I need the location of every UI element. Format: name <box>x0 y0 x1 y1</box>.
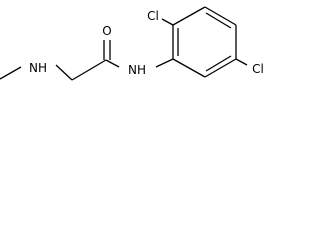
atom-label-amine-nh: NH <box>29 61 47 75</box>
bond-methyl-n <box>0 66 22 80</box>
bond-nh-ring <box>155 58 174 68</box>
atom-label-amide-nh: NH <box>128 63 146 77</box>
structure-diagram: NH O NH Cl Cl <box>0 6 264 81</box>
bond-ch2-carbonyl <box>71 59 107 81</box>
atom-label-oxygen: O <box>102 24 111 38</box>
ring-bond-2 <box>172 6 206 26</box>
atom-label-cl-right: Cl <box>252 62 264 76</box>
bond-ring-cl-right <box>235 58 248 66</box>
bond-n-ch2 <box>55 64 73 81</box>
ring-bond-3-inner <box>205 12 232 29</box>
ring-bond-6 <box>172 58 206 78</box>
ring-bond-5 <box>204 58 237 78</box>
ring-bond-5-inner <box>205 55 232 72</box>
bond-ring-cl-top <box>161 18 174 26</box>
atom-label-cl-top: Cl <box>147 9 159 23</box>
ring-bond-3 <box>204 6 237 26</box>
bond-carbonyl-nh <box>105 59 120 68</box>
